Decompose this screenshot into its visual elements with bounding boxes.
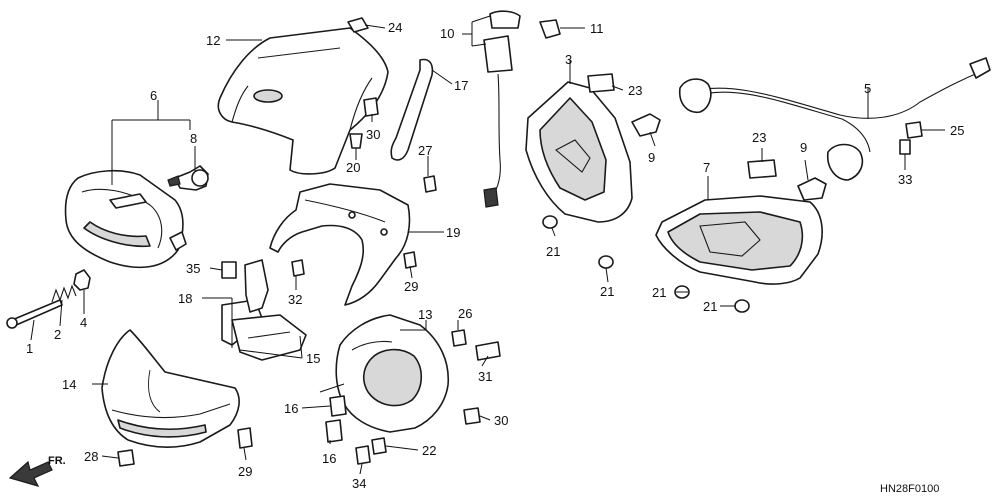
clip-30b-part <box>463 407 481 425</box>
callout-15: 15 <box>306 351 320 366</box>
bulb-part <box>167 165 209 191</box>
callout-6: 6 <box>150 88 157 103</box>
callout-10: 10 <box>440 26 454 41</box>
clip-30-part <box>363 97 379 117</box>
callout-labels: 12 24 10 11 3 23 5 6 8 17 30 20 27 9 9 2… <box>26 20 964 491</box>
callout-5: 5 <box>864 81 871 96</box>
callout-21a: 21 <box>546 244 560 259</box>
callout-35: 35 <box>186 261 200 276</box>
callout-1: 1 <box>26 341 33 356</box>
grommet-23b-part <box>747 159 777 179</box>
clip-24-part <box>347 17 369 33</box>
top-cover-part <box>217 27 389 175</box>
callout-17: 17 <box>454 78 468 93</box>
callout-31: 31 <box>478 369 492 384</box>
callout-2: 2 <box>54 327 61 342</box>
callout-7: 7 <box>703 160 710 175</box>
callout-23a: 23 <box>628 83 642 98</box>
callout-30a: 30 <box>366 127 380 142</box>
callout-4: 4 <box>80 315 87 330</box>
callout-24: 24 <box>388 20 402 35</box>
callout-16a: 16 <box>284 401 298 416</box>
lower-cover-part <box>101 329 240 448</box>
right-headlight-unit-part <box>525 81 633 223</box>
callout-9a: 9 <box>648 150 655 165</box>
callout-11: 11 <box>590 21 604 36</box>
callout-9b: 9 <box>800 140 807 155</box>
callout-3: 3 <box>565 52 572 67</box>
headlight-case-part <box>335 314 450 433</box>
bracket-part <box>221 299 307 361</box>
callout-19: 19 <box>446 225 460 240</box>
callout-29b: 29 <box>238 464 252 479</box>
grommet-21b-part <box>598 255 614 269</box>
front-label: FR. <box>48 455 66 467</box>
grommet-23a-part <box>587 73 615 93</box>
screw-27-part <box>423 175 437 193</box>
right-lens-part <box>655 195 823 285</box>
collar-26-part <box>451 329 467 347</box>
screw-29b-part <box>237 427 253 449</box>
screw-28-part <box>117 449 135 467</box>
spring-part <box>51 284 77 303</box>
collar-16b-part <box>325 419 343 443</box>
callout-22: 22 <box>422 443 436 458</box>
front-arrow: FR. <box>8 455 66 487</box>
stay-part <box>244 259 269 313</box>
callout-21d: 21 <box>703 299 717 314</box>
callout-14: 14 <box>62 377 76 392</box>
left-headlight-assembly-part <box>64 169 187 269</box>
bolt-35-part <box>221 261 237 279</box>
callout-8: 8 <box>190 131 197 146</box>
callout-16b: 16 <box>322 451 336 466</box>
callout-32: 32 <box>288 292 302 307</box>
nut-22-part <box>371 437 387 455</box>
screw-29a-part <box>403 251 417 269</box>
diagram-code: HN28F0100 <box>880 483 939 495</box>
bulb-socket-part <box>631 113 827 201</box>
callout-34: 34 <box>352 476 366 491</box>
screw-20-part <box>349 133 363 149</box>
nut-34-part <box>355 445 371 465</box>
callout-21b: 21 <box>600 284 614 299</box>
grommet-21d-part <box>734 299 750 313</box>
inner-panel-part <box>269 183 411 306</box>
callout-26: 26 <box>458 306 472 321</box>
callout-30b: 30 <box>494 413 508 428</box>
callout-13: 13 <box>418 307 432 322</box>
callout-28: 28 <box>84 449 98 464</box>
grommet-21a-part <box>542 215 558 229</box>
callout-12: 12 <box>206 33 220 48</box>
screw-32-part <box>291 259 305 277</box>
bolt-31-part <box>475 341 501 361</box>
screw-33-part <box>899 139 911 155</box>
callout-27: 27 <box>418 143 432 158</box>
callout-33: 33 <box>898 172 912 187</box>
clip-25-part <box>905 121 923 139</box>
callout-23b: 23 <box>752 130 766 145</box>
callout-20: 20 <box>346 160 360 175</box>
collar-16a-part <box>329 395 347 417</box>
socket-connector-part <box>483 10 521 208</box>
leader-lines <box>30 15 945 475</box>
adjusting-bolt-part <box>6 299 63 329</box>
callout-18: 18 <box>178 291 192 306</box>
callout-25: 25 <box>950 123 964 138</box>
rubber-strip-part <box>390 58 434 161</box>
nut-part <box>73 269 91 291</box>
callout-29a: 29 <box>404 279 418 294</box>
nut-11-part <box>539 19 561 39</box>
callout-21c: 21 <box>652 285 666 300</box>
wire-harness-part <box>678 57 991 181</box>
